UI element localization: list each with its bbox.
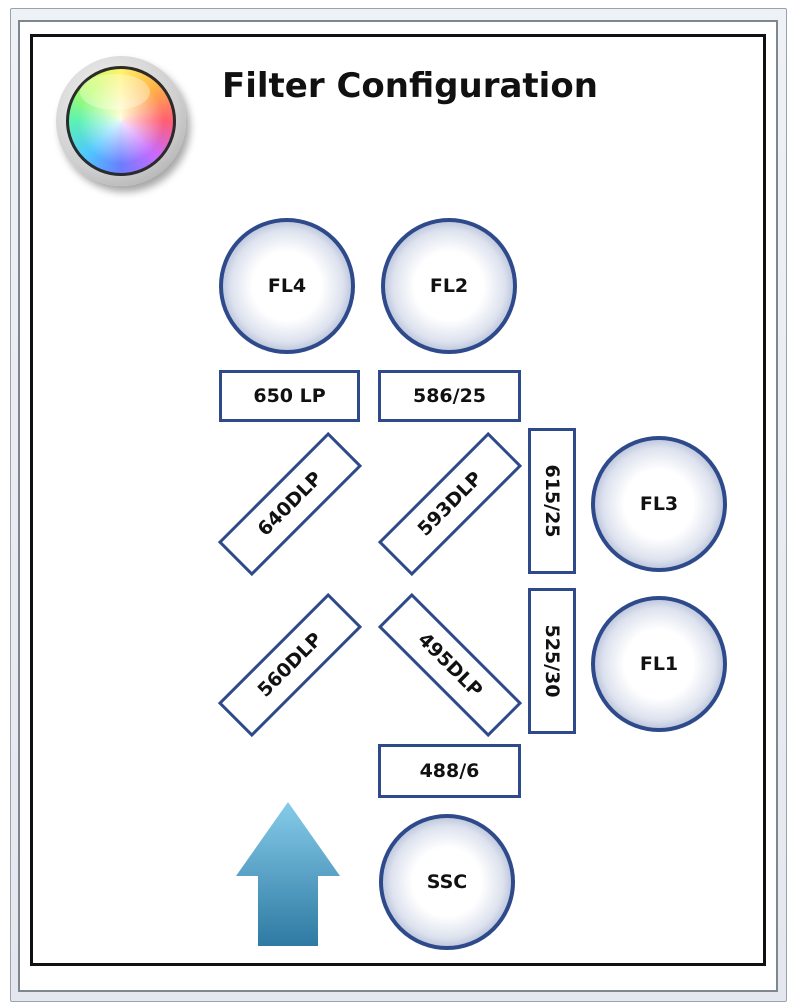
detector-fl4[interactable]: FL4 (219, 218, 355, 354)
filter-488-6[interactable]: 488/6 (378, 744, 521, 798)
detector-ssc[interactable]: SSC (379, 814, 515, 950)
page-title: Filter Configuration (222, 66, 598, 106)
detector-fl3[interactable]: FL3 (591, 436, 727, 572)
detector-fl1[interactable]: FL1 (591, 596, 727, 732)
filter-586-25[interactable]: 586/25 (378, 370, 521, 422)
filter-615-25[interactable]: 615/25 (528, 428, 576, 574)
filter-525-30[interactable]: 525/30 (528, 588, 576, 734)
up-arrow-icon (236, 802, 340, 946)
filter-650-lp[interactable]: 650 LP (219, 370, 360, 422)
detector-fl2[interactable]: FL2 (381, 218, 517, 354)
color-wheel-icon-face (66, 66, 176, 176)
